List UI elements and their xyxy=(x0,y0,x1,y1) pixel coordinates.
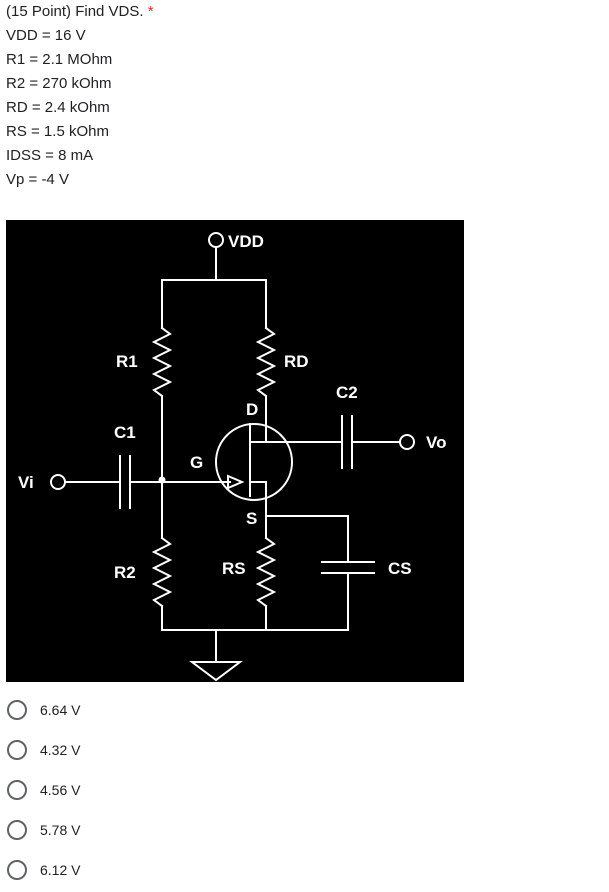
option-5[interactable]: 6.12 V xyxy=(6,850,80,890)
circuit-diagram: VDD R1 RD C2 D C1 G Vo Vi S R2 RS CS xyxy=(18,232,446,682)
label-vo: Vo xyxy=(426,433,446,452)
label-vi: Vi xyxy=(18,473,34,492)
option-label: 6.64 V xyxy=(40,702,81,718)
option-label: 5.78 V xyxy=(40,822,81,838)
param-idss: IDSS = 8 mA xyxy=(6,147,94,164)
r1-resistor xyxy=(151,326,173,398)
circuit-figure: VDD R1 RD C2 D C1 G Vo Vi S R2 RS CS xyxy=(6,220,464,682)
label-rd: RD xyxy=(284,352,309,371)
rd-resistor xyxy=(255,326,277,398)
param-r2: R2 = 270 kOhm xyxy=(6,75,112,92)
label-c1: C1 xyxy=(114,423,136,442)
option-label: 4.32 V xyxy=(40,742,81,758)
radio-button[interactable] xyxy=(7,820,27,840)
vi-terminal xyxy=(50,474,66,490)
question-title: (15 Point) Find VDS. * xyxy=(6,0,154,24)
radio-button[interactable] xyxy=(7,740,27,760)
required-mark: * xyxy=(147,3,154,20)
label-rs: RS xyxy=(222,559,246,578)
label-g: G xyxy=(190,453,203,472)
ground-symbol xyxy=(189,661,243,682)
option-3[interactable]: 4.56 V xyxy=(6,770,80,810)
radio-button[interactable] xyxy=(7,780,27,800)
rs-resistor xyxy=(255,536,277,608)
option-4[interactable]: 5.78 V xyxy=(6,810,80,850)
answer-options: 6.64 V 4.32 V 4.56 V 5.78 V 6.12 V xyxy=(6,690,80,890)
option-label: 4.56 V xyxy=(40,782,81,798)
r2-resistor xyxy=(151,536,173,608)
label-r2: R2 xyxy=(114,563,136,582)
label-c2: C2 xyxy=(336,383,358,402)
gate-arrow xyxy=(227,474,245,490)
param-vdd: VDD = 16 V xyxy=(6,27,86,44)
param-r1: R1 = 2.1 MOhm xyxy=(6,51,113,68)
param-rs: RS = 1.5 kOhm xyxy=(6,123,109,140)
question-title-text: (15 Point) Find VDS. xyxy=(6,3,144,20)
label-r1: R1 xyxy=(116,352,138,371)
option-label: 6.12 V xyxy=(40,862,81,878)
vo-terminal xyxy=(399,434,415,450)
radio-button[interactable] xyxy=(7,700,27,720)
label-d: D xyxy=(246,400,258,419)
question-block: (15 Point) Find VDS. * VDD = 16 V R1 = 2… xyxy=(6,0,154,192)
param-vp: Vp = -4 V xyxy=(6,171,69,188)
fet-transistor-circle xyxy=(215,423,293,501)
label-cs: CS xyxy=(388,559,412,578)
vdd-terminal xyxy=(208,232,224,248)
label-s: S xyxy=(246,509,257,528)
param-rd: RD = 2.4 kOhm xyxy=(6,99,110,116)
option-2[interactable]: 4.32 V xyxy=(6,730,80,770)
label-vdd: VDD xyxy=(228,232,264,251)
radio-button[interactable] xyxy=(7,860,27,880)
option-1[interactable]: 6.64 V xyxy=(6,690,80,730)
